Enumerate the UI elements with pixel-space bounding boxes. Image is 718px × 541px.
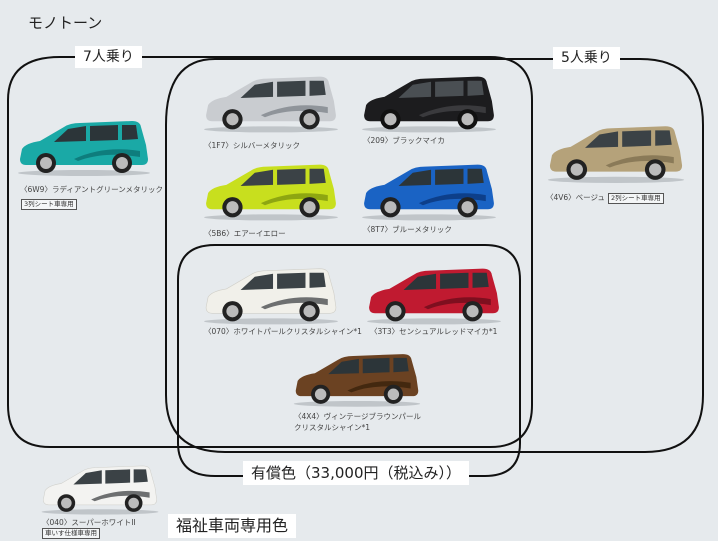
car-tag-040: 車いす仕様車専用: [42, 528, 100, 539]
car-caption-209: 〈209〉ブラックマイカ: [363, 136, 445, 145]
car-caption-3T3: 〈3T3〉センシュアルレッドマイカ*1: [370, 327, 498, 336]
five-seat-label: 5人乗り: [553, 47, 620, 69]
car-image: [204, 76, 338, 133]
car-tag-6W9: 3列シート車専用: [21, 199, 77, 210]
car-image: [18, 121, 150, 176]
car-image: [204, 268, 338, 325]
car-caption-070: 〈070〉ホワイトパールクリスタルシャイン*1: [204, 327, 362, 336]
seven-seat-frame: [7, 56, 533, 448]
car-209[interactable]: [358, 70, 500, 134]
car-caption-5B6: 〈5B6〉エアーイエロー: [204, 229, 286, 238]
car-caption-4X4-line1: 〈4X4〉ヴィンテージブラウンパール: [294, 412, 422, 421]
car-caption-4V6: 〈4V6〉ベージュ: [546, 193, 605, 202]
paid-color-label: 有償色（33,000円（税込み））: [243, 461, 469, 485]
car-caption-6W9: 〈6W9〉ラディアントグリーンメタリック: [20, 185, 164, 194]
car-image: [204, 164, 338, 221]
car-070[interactable]: [200, 262, 342, 326]
car-image: [547, 126, 685, 183]
car-image: [367, 268, 501, 325]
car-4X4[interactable]: [290, 348, 424, 408]
car-caption-040: 〈040〉スーパーホワイトII: [42, 518, 136, 527]
car-caption-1F7: 〈1F7〉シルバーメタリック: [204, 141, 301, 150]
car-4V6[interactable]: [543, 120, 689, 184]
car-6W9[interactable]: [14, 115, 154, 177]
car-8T7[interactable]: [358, 158, 500, 222]
seven-seat-label: 7人乗り: [75, 46, 142, 68]
welfare-color-label: 福祉車両専用色: [168, 514, 297, 538]
car-caption-4X4-line2: クリスタルシャイン*1: [294, 423, 371, 432]
car-3T3[interactable]: [363, 262, 505, 326]
car-caption-8T7: 〈8T7〉ブルーメタリック: [363, 225, 452, 234]
car-image: [293, 354, 421, 407]
car-image: [41, 465, 159, 515]
car-image: [362, 76, 496, 133]
page-title: モノトーン: [28, 14, 103, 32]
car-tag-4V6: 2列シート車専用: [608, 193, 664, 204]
five-seat-frame: [165, 58, 704, 453]
car-1F7[interactable]: [200, 70, 342, 134]
car-040[interactable]: [38, 460, 162, 516]
car-image: [362, 164, 496, 221]
car-5B6[interactable]: [200, 158, 342, 222]
